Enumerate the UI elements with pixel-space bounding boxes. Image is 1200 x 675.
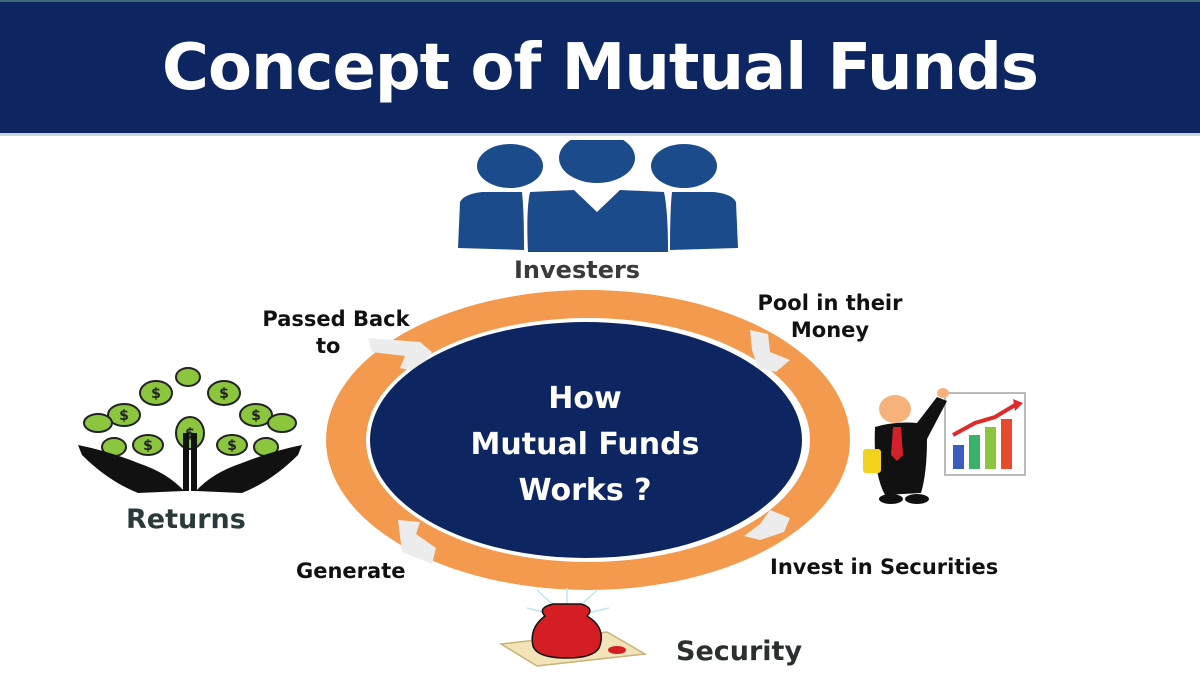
arrow-bottom-right xyxy=(744,510,790,540)
security-label: Security xyxy=(676,636,803,667)
businessman-chart-icon xyxy=(863,388,1026,504)
svg-text:$: $ xyxy=(227,438,237,454)
step-passed-back: Passed Back to xyxy=(248,306,424,360)
money-bag-certificate-icon xyxy=(498,588,648,667)
step-pool-line1: Pool in their xyxy=(757,291,903,315)
step-pool-line2: Money xyxy=(790,318,870,342)
page-title: Concept of Mutual Funds xyxy=(162,30,1039,105)
svg-text:$: $ xyxy=(119,408,129,424)
svg-text:$: $ xyxy=(185,426,195,442)
svg-text:$: $ xyxy=(251,408,261,424)
arrow-top-right xyxy=(750,330,790,372)
center-question: How Mutual Funds Works ? xyxy=(420,376,750,514)
title-banner: Concept of Mutual Funds xyxy=(0,0,1200,136)
group-people-icon xyxy=(458,140,738,252)
cycle-arrows xyxy=(368,330,790,564)
center-line-1: How xyxy=(548,381,622,416)
step-passed-back-line1: Passed Back xyxy=(262,307,410,331)
step-generate: Generate xyxy=(296,559,406,583)
center-ellipse xyxy=(370,322,802,558)
step-invest-securities: Invest in Securities xyxy=(770,555,999,579)
money-tree-hands-icon: $ $ $ $ $ $ $ xyxy=(78,367,302,493)
svg-text:$: $ xyxy=(219,386,229,402)
returns-label: Returns xyxy=(126,504,246,535)
svg-text:$: $ xyxy=(151,386,161,402)
investors-label: Investers xyxy=(514,256,641,284)
center-line-2: Mutual Funds xyxy=(470,427,700,462)
center-line-3: Works ? xyxy=(518,473,652,508)
arrow-bottom-left xyxy=(398,520,436,564)
step-pool-money: Pool in their Money xyxy=(742,290,918,344)
step-passed-back-line2: to xyxy=(316,334,341,358)
arrow-top-left xyxy=(368,338,432,372)
svg-text:$: $ xyxy=(143,438,153,454)
